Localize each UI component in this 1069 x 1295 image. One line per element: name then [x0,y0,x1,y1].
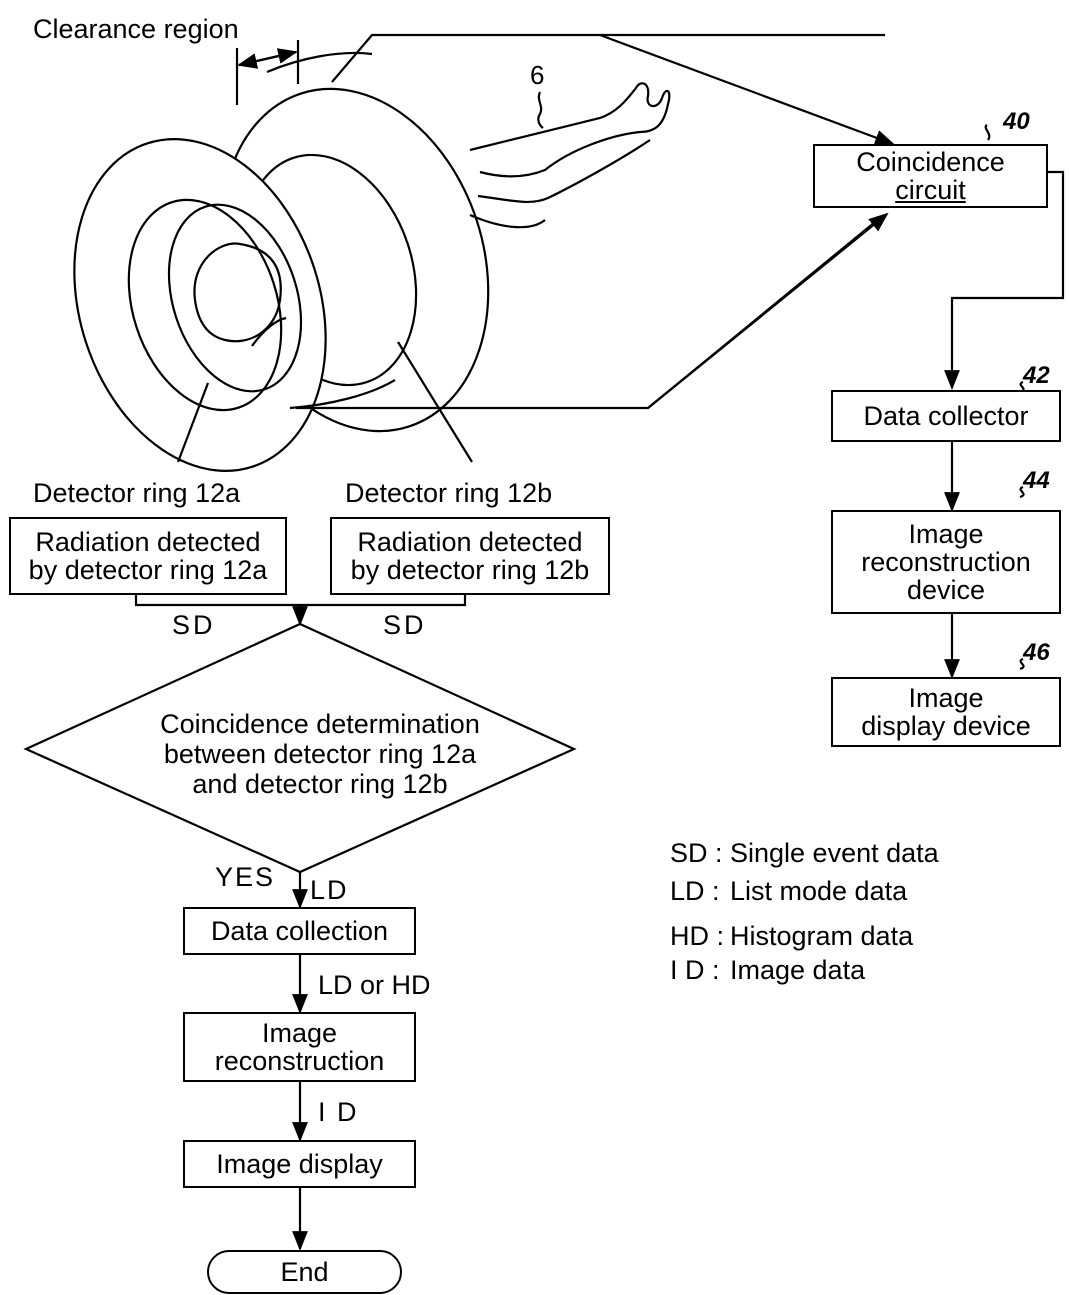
detector-ring-12b-label: Detector ring 12b [345,478,553,508]
legend-abbr-id: I D : [670,955,720,985]
image-reconstruction-device-line-1: Image [908,519,984,549]
image-display-device-line-2: display device [861,711,1031,741]
clearance-dimension [235,40,300,105]
image-reconstruction-device-ref: 44 [1023,467,1050,494]
flow-connectors [23,595,577,1251]
legend-item-ld: LD : List mode data [670,876,907,907]
end-text: End [280,1256,329,1287]
image-display-device-ref: 46 [1023,639,1050,666]
legend-item-id: I D : Image data [670,955,865,986]
detector-ring-12a-label: Detector ring 12a [33,478,241,508]
subject-ref-label: 6 [530,60,545,90]
radiation-12a-line-1: Radiation detected [35,527,261,557]
coincidence-circuit-ref: 40 [1003,108,1030,135]
decision-line-2: between detector ring 12a [163,739,477,769]
image-reconstruction-device-box: Image reconstruction device [831,510,1061,614]
clearance-region-label: Clearance region [33,14,239,44]
device-chain-wiring [944,170,1065,679]
legend-text-sd: Single event data [730,838,939,868]
legend-abbr-ld: LD : [670,876,720,906]
image-display-device-line-1: Image [908,683,984,713]
coincidence-circuit-line-2: circuit [895,175,966,205]
image-reconstruction-line-2: reconstruction [214,1046,385,1076]
ld-label: LD [310,875,349,905]
image-display-text: Image display [216,1149,383,1179]
image-reconstruction-box: Image reconstruction [183,1012,416,1082]
image-reconstruction-device-line-3: device [906,575,986,605]
data-collection-box: Data collection [183,907,416,955]
data-collector-ref: 42 [1023,362,1050,389]
id-label: I D [318,1097,359,1127]
legend-text-hd: Histogram data [730,921,914,951]
legend-text-id: Image data [730,955,866,985]
decision-line-1: Coincidence determination [160,709,480,739]
data-collector-box: Data collector [831,390,1061,442]
leader-lines [176,124,1025,671]
image-display-device-box: Image display device [831,677,1061,747]
legend-abbr-hd: HD : [670,921,724,951]
image-reconstruction-device-line-2: reconstruction [861,547,1031,577]
scanner-gantry [73,33,885,472]
legend-item-sd: SD :Single event data [670,838,939,869]
legend-abbr-sd: SD : [670,838,723,868]
legend-item-hd: HD :Histogram data [670,921,913,952]
data-collection-text: Data collection [210,916,389,946]
subject-legs [469,82,671,229]
legend-text-ld: List mode data [730,876,908,906]
sd-label-right: SD [383,610,427,640]
ld-or-hd-label: LD or HD [318,970,431,1000]
yes-label: YES [215,862,276,892]
sd-label-left: SD [172,610,216,640]
decision-line-3: and detector ring 12b [192,769,448,799]
coincidence-decision-text: Coincidence determination between detect… [60,709,580,799]
radiation-12b-line-2: by detector ring 12b [350,555,590,585]
image-display-box: Image display [183,1140,416,1188]
radiation-12a-box: Radiation detected by detector ring 12a [9,517,287,595]
end-terminator: End [207,1250,402,1294]
coincidence-circuit-line-1: Coincidence [856,147,1005,177]
radiation-12b-line-1: Radiation detected [357,527,583,557]
image-reconstruction-line-1: Image [261,1018,338,1048]
radiation-12a-line-2: by detector ring 12a [28,555,268,585]
coincidence-circuit-box: Coincidence circuit [813,144,1048,208]
data-collector-line-1: Data collector [863,401,1029,431]
radiation-12b-box: Radiation detected by detector ring 12b [330,517,610,595]
